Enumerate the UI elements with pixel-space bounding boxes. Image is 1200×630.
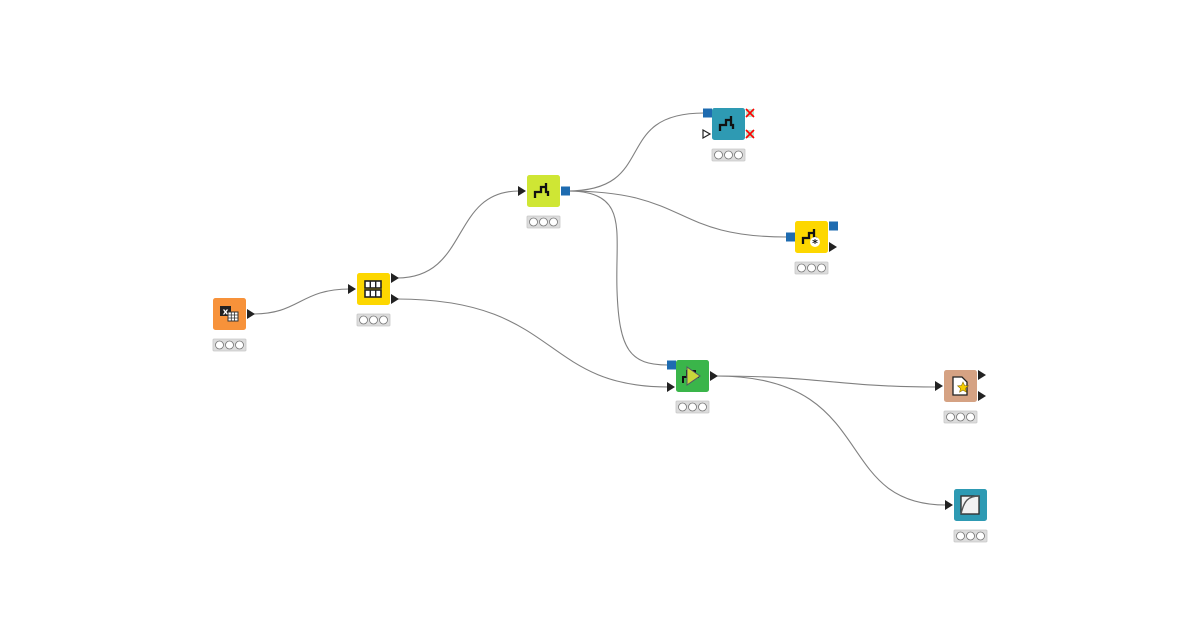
input-port-data[interactable]	[518, 186, 526, 196]
output-port-data[interactable]	[829, 242, 837, 252]
output-port-data[interactable]	[391, 294, 399, 304]
output-port-model[interactable]	[561, 186, 570, 196]
node-excel-reader[interactable]: x	[212, 298, 255, 352]
output-port-model[interactable]	[829, 221, 838, 231]
status-light	[734, 150, 743, 160]
node-status-traffic-light	[212, 338, 247, 352]
status-light	[678, 402, 687, 412]
connection[interactable]	[715, 375, 947, 506]
status-light	[966, 531, 975, 541]
status-light	[956, 412, 965, 422]
output-port-inactive[interactable]	[745, 108, 755, 118]
node-tree-manipulator[interactable]: *	[786, 221, 838, 275]
input-port-data[interactable]	[935, 381, 943, 391]
status-light	[539, 217, 548, 227]
input-port-data[interactable]	[348, 284, 356, 294]
excel-table-icon: x	[220, 306, 239, 322]
node-partitioning[interactable]	[348, 273, 399, 327]
svg-text:x: x	[223, 308, 229, 318]
node-status-traffic-light	[711, 148, 746, 162]
output-port-data[interactable]	[978, 391, 986, 401]
status-light	[807, 263, 816, 273]
input-port-model[interactable]	[703, 108, 712, 118]
connection[interactable]	[566, 190, 788, 238]
node-roc-curve[interactable]	[945, 489, 988, 543]
input-port-data[interactable]	[667, 382, 675, 392]
status-light	[225, 340, 234, 350]
output-port-data[interactable]	[391, 273, 399, 283]
status-light	[698, 402, 707, 412]
output-port-data[interactable]	[710, 371, 718, 381]
tree-star-icon: *	[801, 229, 820, 250]
node-body[interactable]	[712, 108, 745, 140]
node-status-traffic-light	[675, 400, 710, 414]
status-light	[379, 315, 388, 325]
tree-icon	[718, 116, 735, 131]
status-light	[714, 150, 723, 160]
input-port-model[interactable]	[667, 360, 676, 370]
status-light	[966, 412, 975, 422]
document-star-icon	[952, 376, 970, 396]
connection[interactable]	[396, 298, 669, 388]
status-light	[724, 150, 733, 160]
output-port-data[interactable]	[247, 309, 255, 319]
status-light	[797, 263, 806, 273]
status-light	[235, 340, 244, 350]
node-status-traffic-light	[794, 261, 829, 275]
status-light	[956, 531, 965, 541]
status-light	[215, 340, 224, 350]
status-light	[817, 263, 826, 273]
status-light	[688, 402, 697, 412]
connection[interactable]	[715, 375, 937, 388]
tree-icon	[533, 183, 550, 198]
connection[interactable]	[396, 190, 520, 279]
node-decision-tree-learner[interactable]	[518, 175, 570, 229]
node-tree-view[interactable]	[702, 108, 755, 162]
node-status-traffic-light	[953, 529, 988, 543]
svg-text:*: *	[812, 237, 818, 250]
status-light	[359, 315, 368, 325]
node-status-traffic-light	[943, 410, 978, 424]
output-port-inactive[interactable]	[745, 129, 755, 139]
node-body[interactable]	[527, 175, 560, 207]
output-port-data[interactable]	[978, 370, 986, 380]
node-scorer[interactable]	[935, 370, 986, 424]
input-port-hollow[interactable]	[702, 128, 712, 140]
connections	[252, 112, 947, 506]
node-decision-tree-predictor[interactable]	[667, 360, 718, 414]
predictor-icon	[682, 366, 701, 386]
status-light	[549, 217, 558, 227]
node-status-traffic-light	[526, 215, 561, 229]
status-light	[529, 217, 538, 227]
node-body[interactable]	[357, 273, 390, 305]
status-light	[976, 531, 985, 541]
connection[interactable]	[252, 288, 351, 315]
node-body[interactable]	[795, 221, 828, 253]
input-port-data[interactable]	[945, 500, 953, 510]
connection[interactable]	[566, 190, 669, 366]
status-light	[369, 315, 378, 325]
input-port-model[interactable]	[786, 232, 795, 242]
node-status-traffic-light	[356, 313, 391, 327]
curve-icon	[960, 495, 980, 515]
status-light	[946, 412, 955, 422]
connection[interactable]	[566, 112, 705, 192]
table-partition-icon	[364, 280, 382, 298]
